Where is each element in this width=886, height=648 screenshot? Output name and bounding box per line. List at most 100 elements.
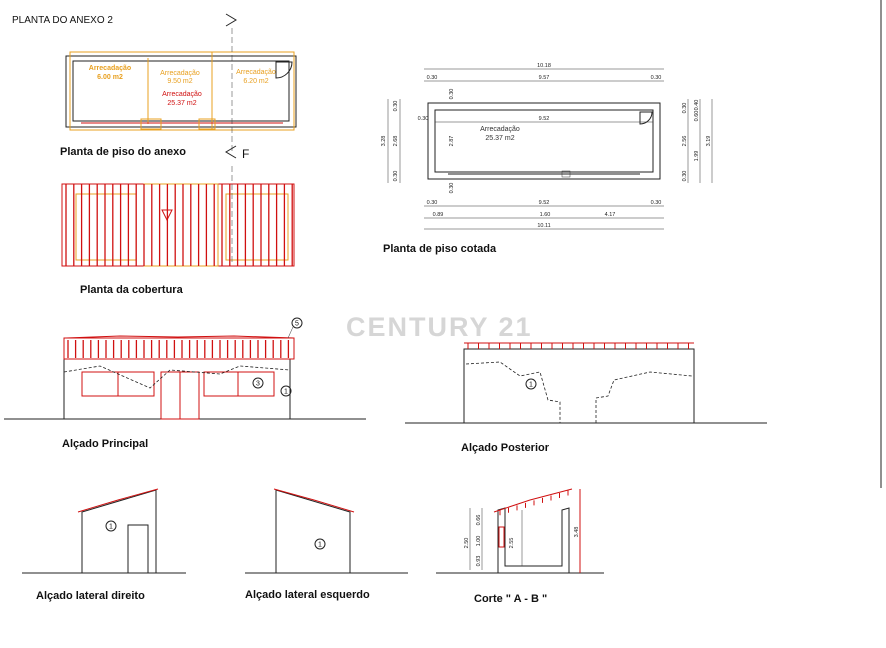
section-dim-2: 0.93 [476,556,482,567]
sheet-title: PLANTA DO ANEXO 2 [12,15,113,26]
dim-top-total: 10.18 [537,63,551,69]
section-dim-3: 1.00 [476,536,482,547]
rear-demolition-right [595,371,693,423]
front-roof-edge [65,335,295,339]
front-elevation-drawing: 1 5 3 [4,317,366,420]
front-marker-3-circle [252,377,264,389]
room-3-area: 6.20 m2 [243,78,268,85]
section-dim-6: 3.48 [574,527,580,538]
caption-dimensioned-plan: Planta de piso cotada [383,243,497,255]
right-door [127,524,149,574]
dimensioned-plan-drawing: Arrecadação 25.37 m2 10.18 0.30 9.57 0.3… [381,63,713,230]
dim-top-row-2: 9.57 [539,75,550,81]
room-1-name: Arrecadação [89,65,131,72]
room-1-area: 6.00 m2 [97,74,123,81]
rear-demolition-left [465,361,561,423]
section-walls [497,507,570,573]
floor-plan-drawing: F Arrecadação 6.00 m2 Arrecadação 9.50 m… [65,13,297,161]
dim-seg-2: 1.60 [540,212,551,218]
left-elevation-drawing: 1 [245,488,408,574]
dim-top-row-3: 0.30 [651,75,662,81]
front-marker-5-circle [291,317,303,329]
right-marker-1-label: 1 [109,524,113,531]
dim-plan-door-icon [639,111,653,125]
roof-slope-arrow-icon [161,209,173,222]
dim-right-7: 3.19 [706,136,712,147]
section-mark-label: F [242,147,249,161]
right-door-panel-4 [139,543,145,553]
front-demolition-outline [63,365,291,389]
caption-front-elevation: Alçado Principal [62,438,148,450]
dim-seg-1: 0.89 [433,212,444,218]
section-arrow-bottom-icon [225,145,237,159]
caption-section: Corte " A - B " [474,593,547,605]
rear-wall [463,348,695,424]
caption-left-elevation: Alçado lateral esquerdo [245,589,370,601]
dim-inner-left-4: 0.30 [449,183,455,194]
front-marker-3-label: 3 [256,381,260,388]
right-elevation-drawing: 1 [22,488,186,574]
dim-left-3: 0.30 [393,101,399,112]
front-marker-5-label: 5 [295,321,299,328]
left-marker-1-circle [314,538,326,550]
right-marker-1-circle [105,520,117,532]
room-4-area: 25.37 m2 [167,100,196,107]
caption-rear-elevation: Alçado Posterior [461,442,550,454]
door-opening-1 [140,118,162,130]
dim-left-2: 2.68 [393,136,399,147]
dim-plan-room-area: 25.37 m2 [485,135,514,142]
section-roof-line [493,488,573,513]
dim-inner-width: 9.52 [539,116,550,122]
left-wall [275,489,351,574]
front-marker-1-circle [280,385,292,397]
front-marker-5-leader [287,326,294,339]
roof-old-right [225,193,289,261]
floor-plan-inner-wall [72,60,290,122]
floor-plan-outer-wall [65,55,297,128]
section-dim-1: 2.50 [464,538,470,549]
room-2-area: 9.50 m2 [167,78,192,85]
rear-elevation-drawing: 1 [405,342,767,424]
dim-seg-3: 4.17 [605,212,616,218]
front-roof-ticks [67,340,290,358]
dim-top-row-1: 0.30 [427,75,438,81]
dim-inner-left-1: 0.30 [418,116,429,122]
dim-right-4: 2.56 [682,136,688,147]
roof-plan-drawing [61,166,295,267]
front-roof-band [63,337,295,360]
dim-right-5: 1.99 [694,151,700,162]
roof-rafters [65,184,293,266]
dim-right-3: 0.40 [694,100,700,111]
right-wall [81,489,157,574]
watermark-text: CENTURY 21 [346,312,533,342]
roof-old-left [75,193,137,261]
section-dim-4: 0.66 [476,515,482,526]
dim-plan-inner-wall [434,109,654,173]
room-4-name: Arrecadação [162,91,202,98]
section-arrow-top-icon [225,13,237,27]
dim-left-1: 3.28 [381,136,387,147]
caption-right-elevation: Alçado lateral direito [36,590,145,602]
rear-roof-ticks [467,343,689,349]
room-3-name: Arrecadação [236,69,276,76]
dim-bottom-row-2: 9.52 [539,200,550,206]
room-2-name: Arrecadação [160,70,200,77]
left-roof-line [273,488,355,513]
dim-bottom-row-3: 0.30 [651,200,662,206]
door-opening-2 [198,118,216,130]
dim-right-2: 0.60 [694,111,700,122]
dim-inner-left-3: 0.30 [449,89,455,100]
right-door-panel-5 [131,557,137,567]
rear-marker-1-circle [525,378,537,390]
right-door-panel-6 [139,557,145,567]
front-marker-1-label: 1 [284,389,288,396]
dim-plan-outer-wall [427,102,661,180]
dim-plan-room-name: Arrecadação [480,126,520,133]
front-window-right [203,371,275,397]
dim-bottom-row-1: 0.30 [427,200,438,206]
section-drawing: 2.50 0.93 1.00 0.66 2.55 3.48 [436,488,604,574]
floor-plan-demolition-outline [69,51,295,131]
caption-roof-plan: Planta da cobertura [80,284,184,296]
section-dim-5: 2.55 [509,538,515,549]
door-swing-icon [275,61,293,79]
